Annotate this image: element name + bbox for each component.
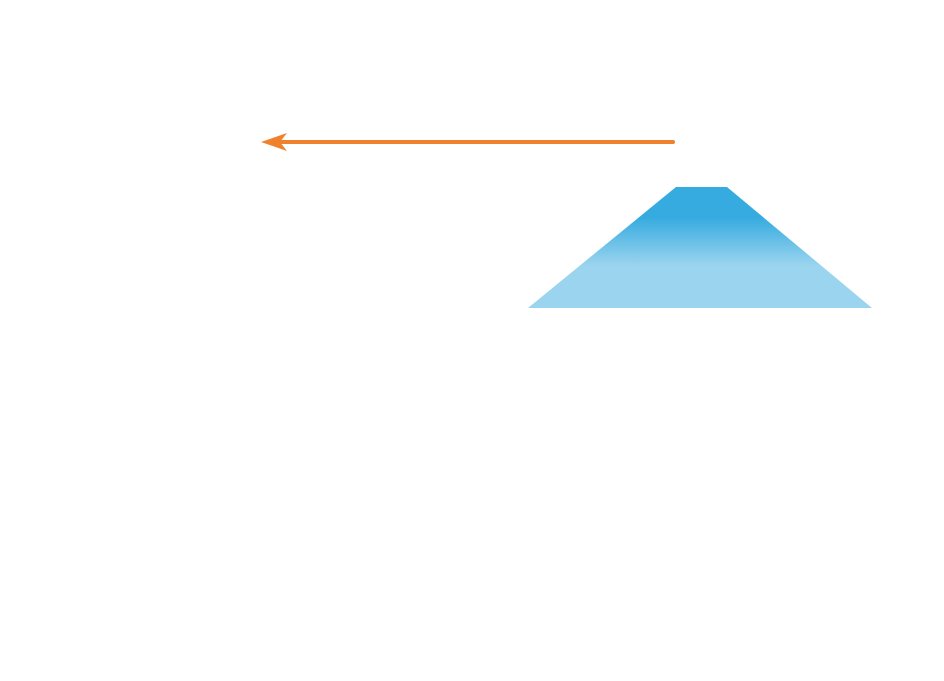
- arrow-left-icon: [261, 133, 675, 151]
- trapezoid-shape: [528, 187, 872, 308]
- arrow-head: [261, 133, 287, 151]
